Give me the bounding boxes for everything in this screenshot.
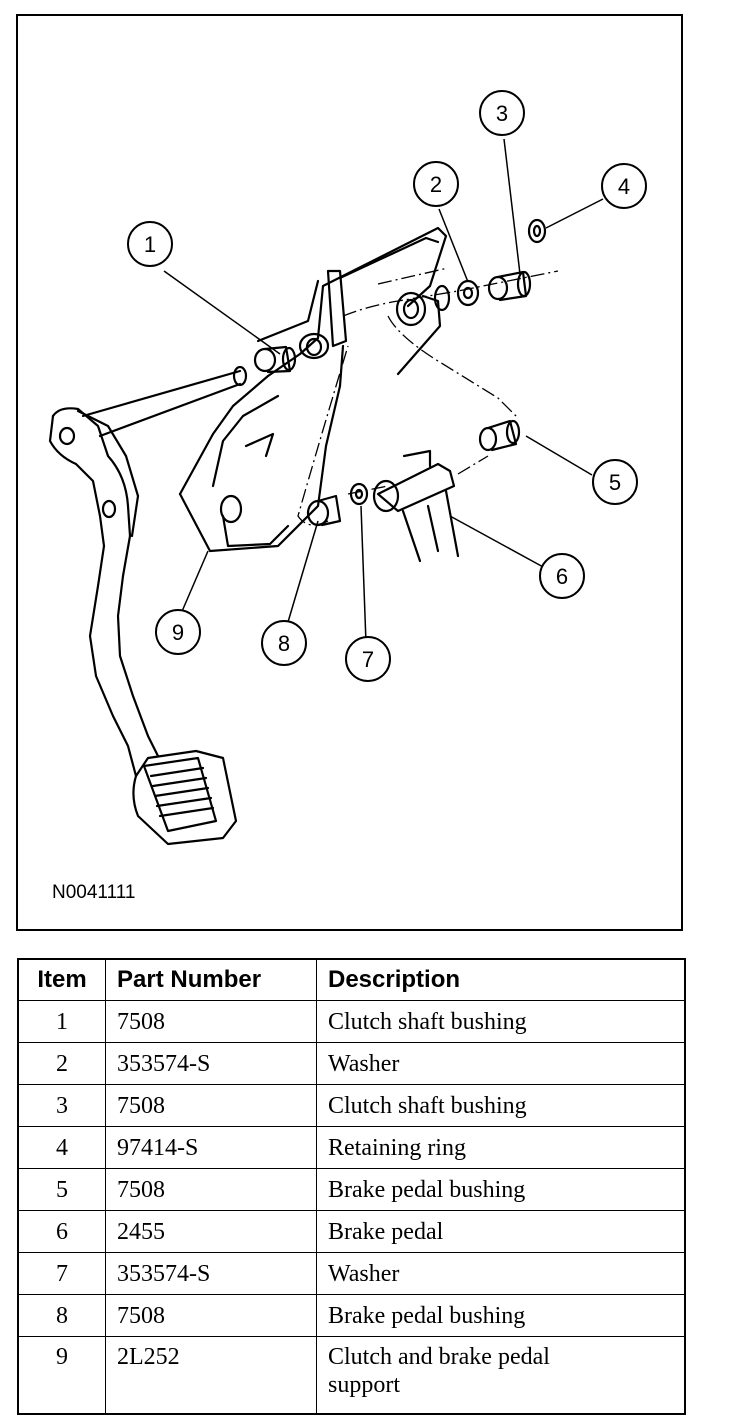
brake-pedal [372,449,460,563]
cell-part-number: 353574-S [105,1042,317,1085]
clutch-shaft [81,365,248,438]
table-row: 1 7508 Clutch shaft bushing [17,1000,686,1043]
cell-description: Clutch shaft bushing [316,1000,686,1043]
cell-part-number: 97414-S [105,1126,317,1169]
callout-7: 7 [345,636,391,682]
callout-1: 1 [127,221,173,267]
svg-text:2: 2 [430,172,442,197]
cell-item: 1 [17,1000,106,1043]
cell-item: 5 [17,1168,106,1211]
callout-8: 8 [261,620,307,666]
exploded-view-diagram: 1 2 3 4 5 6 7 [16,14,683,931]
svg-text:6: 6 [556,564,568,589]
table-row: 9 2L252 Clutch and brake pedal support [17,1336,686,1415]
pedal-assembly-drawing: 1 2 3 4 5 6 7 [48,90,647,846]
table-row: 2 353574-S Washer [17,1042,686,1085]
table-row: 7 353574-S Washer [17,1252,686,1295]
leader-lines [163,138,604,644]
figure-code: N0041111 [52,882,136,903]
cell-item: 9 [17,1336,106,1415]
svg-text:3: 3 [496,101,508,126]
cell-part-number: 2L252 [105,1336,317,1415]
cell-description: Brake pedal bushing [316,1168,686,1211]
item-7-washer [349,482,369,506]
cell-description: Washer [316,1042,686,1085]
cell-part-number: 7508 [105,1084,317,1127]
cell-part-number: 7508 [105,1168,317,1211]
clutch-pedal [48,407,238,846]
cell-item: 6 [17,1210,106,1253]
callout-2: 2 [413,161,459,207]
header-part-number: Part Number [105,958,317,1001]
callout-5: 5 [592,459,638,505]
cell-item: 4 [17,1126,106,1169]
cell-part-number: 7508 [105,1000,317,1043]
cell-description: Washer [316,1252,686,1295]
cell-item: 8 [17,1294,106,1337]
brake-pedal-pivot-boss [395,284,451,376]
table-row: 8 7508 Brake pedal bushing [17,1294,686,1337]
cell-part-number: 7508 [105,1294,317,1337]
item-1-bushing [253,345,297,374]
cell-description: Brake pedal bushing [316,1294,686,1337]
svg-text:9: 9 [172,620,184,645]
svg-text:4: 4 [618,174,630,199]
cell-part-number: 353574-S [105,1252,317,1295]
cell-item: 2 [17,1042,106,1085]
header-item: Item [17,958,106,1001]
cell-part-number: 2455 [105,1210,317,1253]
cell-description: Brake pedal [316,1210,686,1253]
cell-item: 7 [17,1252,106,1295]
table-header-row: Item Part Number Description [17,958,686,1001]
callouts: 1 2 3 4 5 6 7 [127,90,647,682]
callout-9: 9 [155,609,201,655]
table-row: 5 7508 Brake pedal bushing [17,1168,686,1211]
callout-4: 4 [601,163,647,209]
cell-description: Clutch shaft bushing [316,1084,686,1127]
svg-text:5: 5 [609,470,621,495]
table-row: 3 7508 Clutch shaft bushing [17,1084,686,1127]
callout-6: 6 [539,553,585,599]
parts-table: Item Part Number Description 1 7508 Clut… [17,958,686,1415]
svg-text:1: 1 [144,232,156,257]
svg-text:7: 7 [362,647,374,672]
callout-3: 3 [479,90,525,136]
svg-text:8: 8 [278,631,290,656]
item-5-bushing [478,419,521,452]
table-row: 6 2455 Brake pedal [17,1210,686,1253]
alignment-lines [297,267,559,526]
table-row: 4 97414-S Retaining ring [17,1126,686,1169]
cell-item: 3 [17,1084,106,1127]
items-2-3-4-parts [456,218,547,307]
header-description: Description [316,958,686,1001]
pedal-support-bracket [178,226,448,553]
cell-description: Retaining ring [316,1126,686,1169]
cell-description: Clutch and brake pedal support [316,1336,686,1415]
